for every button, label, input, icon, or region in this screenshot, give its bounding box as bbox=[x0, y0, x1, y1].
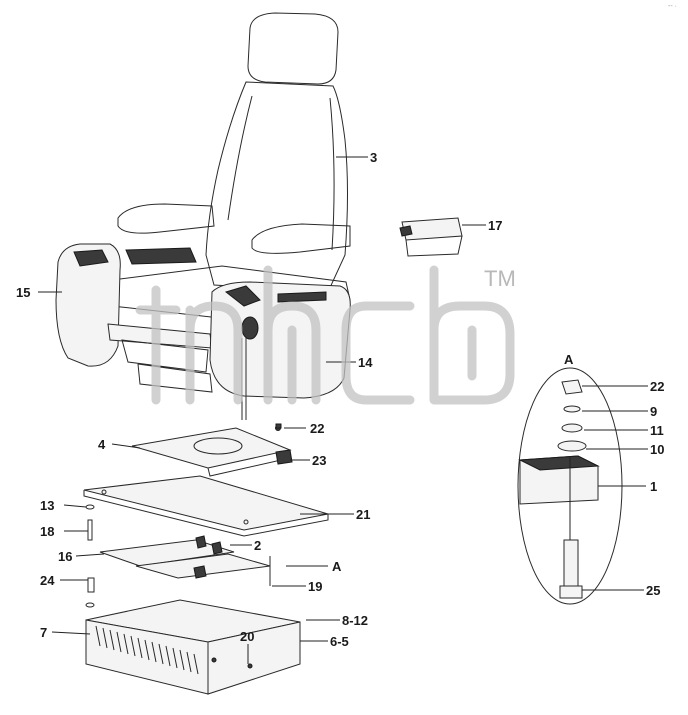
seat-rails bbox=[99, 535, 271, 586]
callout-16: 16 bbox=[58, 549, 72, 564]
callout-22-top: 22 bbox=[310, 421, 324, 436]
callout-4: 4 bbox=[98, 437, 106, 452]
seat-assembly bbox=[55, 12, 351, 420]
leader-lines bbox=[38, 156, 648, 664]
left-console bbox=[55, 243, 121, 367]
right-console-panel bbox=[224, 285, 327, 307]
callout-a-mark: A bbox=[332, 559, 342, 574]
callout-22-detail: 22 bbox=[650, 379, 664, 394]
watermark-logo: TM bbox=[135, 265, 516, 405]
callout-10: 10 bbox=[650, 442, 664, 457]
callout-13: 13 bbox=[40, 498, 54, 513]
callout-14: 14 bbox=[358, 355, 373, 370]
trademark-mark: TM bbox=[484, 266, 516, 291]
switch-module bbox=[399, 217, 463, 257]
seat-backrest bbox=[205, 81, 348, 293]
callout-25: 25 bbox=[646, 583, 660, 598]
callout-18: 18 bbox=[40, 524, 54, 539]
callout-3: 3 bbox=[370, 150, 377, 165]
callout-21: 21 bbox=[356, 507, 370, 522]
callout-labels: 3 17 15 14 22 4 23 13 21 18 2 16 A 19 24… bbox=[16, 150, 664, 649]
callout-a-detail: A bbox=[564, 352, 574, 367]
callout-19: 19 bbox=[308, 579, 322, 594]
callout-23: 23 bbox=[312, 453, 326, 468]
callout-24: 24 bbox=[40, 573, 55, 588]
box-vents bbox=[95, 625, 199, 675]
callout-6-5: 6-5 bbox=[330, 634, 349, 649]
callout-1: 1 bbox=[650, 479, 657, 494]
seat-rear-unit bbox=[125, 247, 197, 265]
detail-bolt bbox=[563, 539, 579, 587]
detail-washer-10 bbox=[557, 440, 587, 452]
seat-right-armrest bbox=[251, 223, 351, 254]
slide-frame-plate bbox=[83, 475, 329, 537]
seat-backrest-seam bbox=[227, 95, 335, 251]
detail-nut bbox=[561, 379, 583, 395]
callout-2: 2 bbox=[254, 538, 261, 553]
control-knob bbox=[241, 316, 259, 340]
detail-a-view bbox=[517, 367, 623, 605]
callout-15: 15 bbox=[16, 285, 30, 300]
callout-17: 17 bbox=[488, 218, 502, 233]
detail-washer-9 bbox=[563, 405, 581, 413]
callout-7: 7 bbox=[40, 625, 47, 640]
callout-8-12: 8-12 bbox=[342, 613, 368, 628]
callout-20: 20 bbox=[240, 629, 254, 644]
seat-base-lower bbox=[121, 339, 213, 393]
detail-washer-11 bbox=[561, 423, 583, 433]
corner-mark: -- · bbox=[668, 3, 677, 10]
seat-headrest bbox=[247, 12, 339, 85]
callout-11: 11 bbox=[650, 423, 664, 438]
seat-left-armrest bbox=[117, 203, 215, 234]
mounting-plate bbox=[131, 425, 293, 477]
base-box bbox=[85, 599, 301, 695]
left-console-top bbox=[73, 249, 109, 267]
callout-9: 9 bbox=[650, 404, 657, 419]
